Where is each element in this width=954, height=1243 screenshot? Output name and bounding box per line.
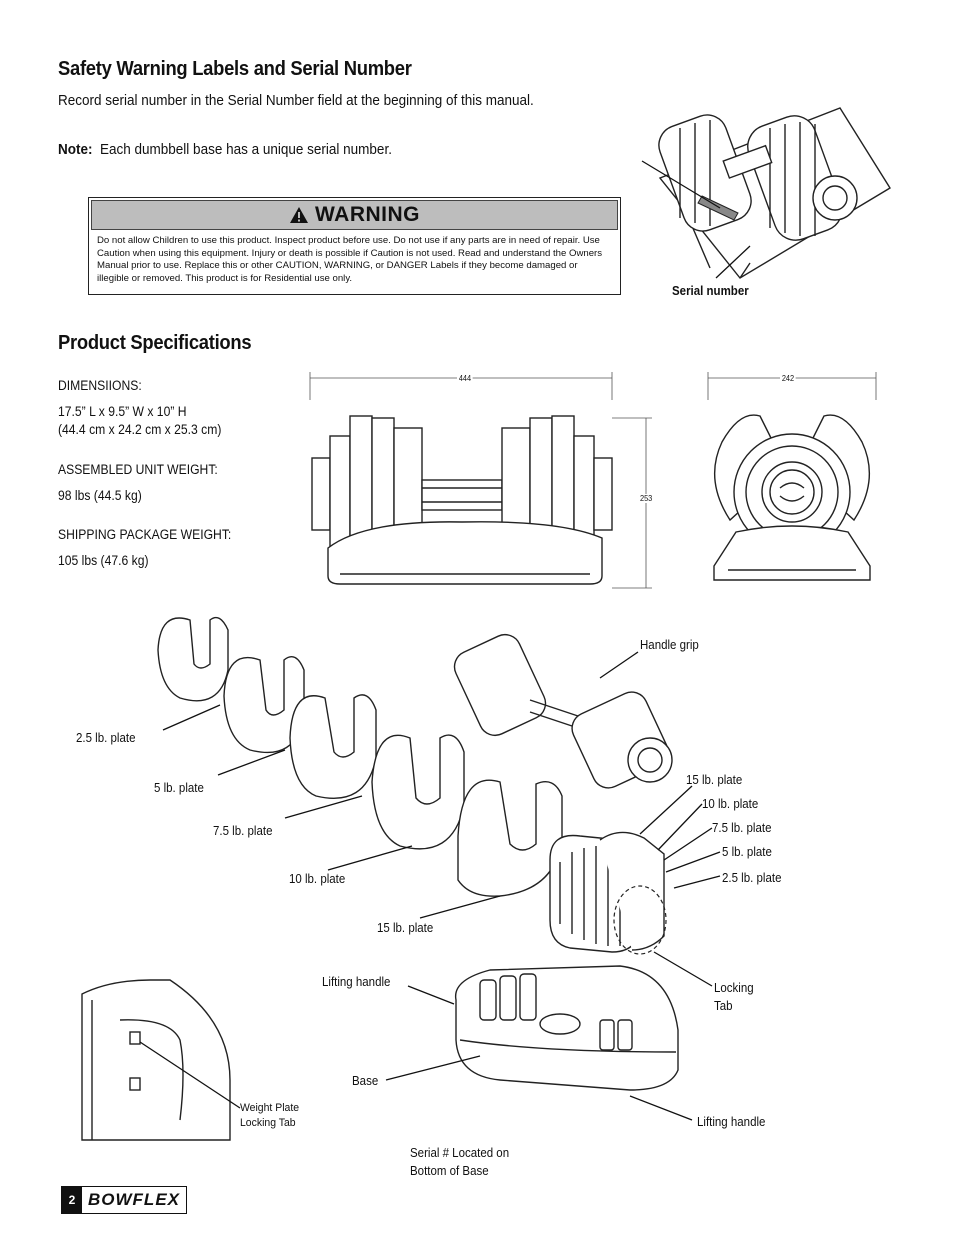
serial-location-callout-line1: Serial # Located on	[410, 1146, 510, 1160]
locking-tab-callout-line1: Locking	[714, 981, 754, 995]
page-number: 2	[62, 1187, 82, 1213]
specs-section-title: Product Specifications	[58, 332, 252, 354]
lifting-handle-top-callout: Lifting handle	[322, 975, 391, 989]
locking-tab-callout-line2: Tab	[714, 999, 733, 1013]
dimensions-label: DIMENSIIONS:	[58, 378, 142, 393]
serial-number-callout: Serial number	[672, 284, 749, 298]
weight-plate-tab-callout-line2: Locking Tab	[240, 1117, 296, 1129]
assembled-weight-label: ASSEMBLED UNIT WEIGHT:	[58, 462, 218, 477]
side-view-drawing	[707, 372, 877, 581]
warning-label: WARNING Do not allow Children to use thi…	[88, 197, 621, 295]
assembled-weight-value: 98 lbs (44.5 kg)	[58, 488, 142, 503]
height-dimension-label: 253	[640, 494, 653, 503]
plate-10-lb	[371, 734, 465, 850]
length-dimension-label: 444	[457, 374, 473, 383]
right-plate-callout-10: 10 lb. plate	[702, 797, 759, 811]
locking-tab-detail	[81, 979, 241, 1141]
left-plate-callout-2-5: 2.5 lb. plate	[76, 731, 136, 745]
safety-intro-text: Record serial number in the Serial Numbe…	[58, 92, 534, 109]
safety-note: Note: Each dumbbell base has a unique se…	[58, 139, 392, 160]
note-label: Note:	[58, 141, 93, 158]
serial-location-callout-line2: Bottom of Base	[410, 1164, 489, 1178]
left-plate-callout-5: 5 lb. plate	[154, 781, 204, 795]
base-drawing	[454, 965, 679, 1091]
right-plate-callout-2-5: 2.5 lb. plate	[722, 871, 782, 885]
left-plate-callout-7-5: 7.5 lb. plate	[213, 824, 273, 838]
plate-2-5-lb	[157, 616, 229, 702]
dumbbell-on-base-illustration	[641, 107, 891, 279]
right-plate-callout-7-5: 7.5 lb. plate	[712, 821, 772, 835]
dimensions-cm: (44.4 cm x 24.2 cm x 25.3 cm)	[58, 422, 222, 437]
plate-5-lb	[223, 656, 305, 754]
front-view-drawing	[309, 372, 652, 589]
note-text: Each dumbbell base has a unique serial n…	[100, 141, 392, 158]
right-plate-callout-5: 5 lb. plate	[722, 845, 772, 859]
left-plate-callout-10: 10 lb. plate	[289, 872, 346, 886]
shipping-weight-value: 105 lbs (47.6 kg)	[58, 553, 149, 568]
dimensions-inches: 17.5” L x 9.5” W x 10” H	[58, 404, 187, 419]
warning-body: Do not allow Children to use this produc…	[97, 235, 603, 284]
plate-15-lb	[457, 779, 563, 897]
warning-triangle-icon	[290, 207, 308, 223]
brand-logo: BOWFLEX	[88, 1190, 180, 1209]
base-callout: Base	[352, 1074, 379, 1088]
warning-header: WARNING	[91, 200, 618, 230]
page-footer: 2 BOWFLEX	[61, 1186, 187, 1214]
warning-heading: WARNING	[315, 203, 420, 226]
lifting-handle-bottom-callout: Lifting handle	[697, 1115, 766, 1129]
shipping-weight-label: SHIPPING PACKAGE WEIGHT:	[58, 527, 232, 542]
handle-grip-callout: Handle grip	[640, 638, 699, 652]
weight-plate-tab-callout-line1: Weight Plate	[240, 1102, 300, 1114]
assembled-plate-stack	[549, 831, 667, 955]
width-dimension-label: 242	[780, 374, 796, 383]
exploded-view-drawing	[81, 616, 721, 1141]
right-plate-callout-15: 15 lb. plate	[686, 773, 743, 787]
left-plate-callout-15: 15 lb. plate	[377, 921, 434, 935]
safety-section-title: Safety Warning Labels and Serial Number	[58, 58, 412, 80]
plate-7-5-lb	[289, 694, 377, 800]
handle-assembly	[453, 633, 673, 789]
